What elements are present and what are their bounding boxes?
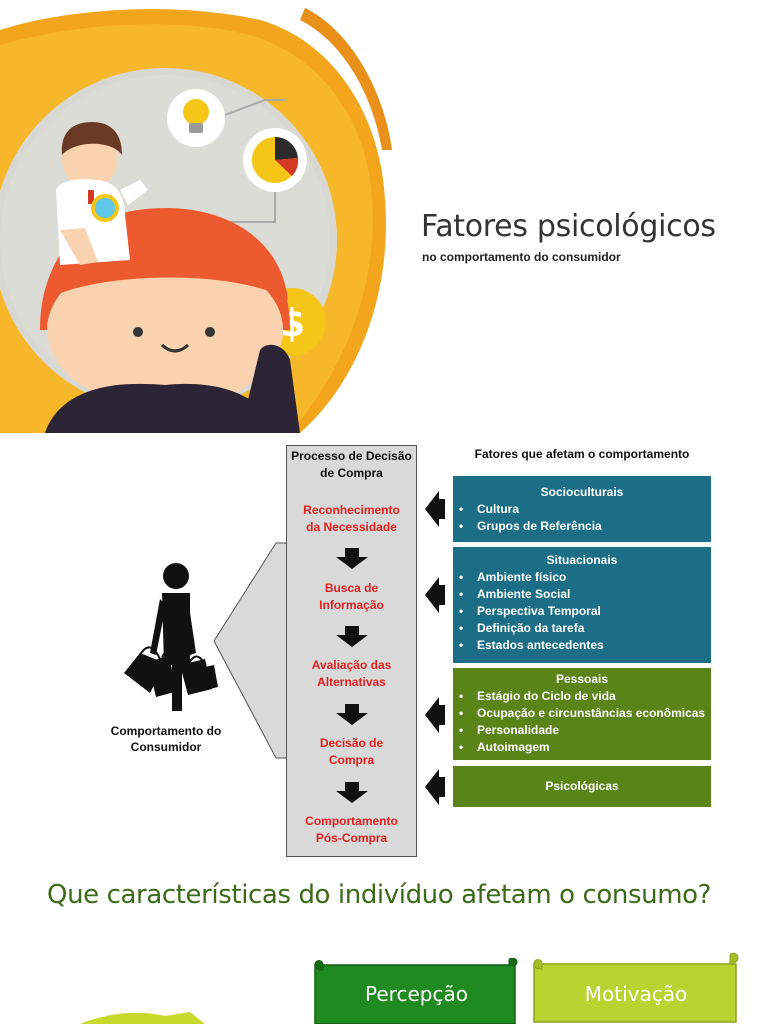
factor-item: Ocupação e circunstâncias econômicas	[459, 705, 711, 722]
factor-list: Estágio do Ciclo de vida Ocupação e circ…	[453, 688, 711, 756]
factor-item: Cultura	[459, 501, 711, 518]
factor-item: Perspectiva Temporal	[459, 603, 711, 620]
slide-decision-process: Comportamento do Consumidor Processo de …	[0, 433, 768, 870]
slide-subtitle: no comportamento do consumidor	[422, 250, 621, 264]
step-line2: Pós-Compra	[315, 831, 388, 845]
motivation-scroll: Motivação	[532, 952, 740, 1024]
consumer-figure-diagram	[124, 542, 288, 759]
factor-item: Estágio do Ciclo de vida	[459, 688, 711, 705]
factor-personal: Pessoais Estágio do Ciclo de vida Ocupaç…	[453, 668, 711, 760]
slide-title: $ Fatores psicológicos no comportamento …	[0, 0, 768, 433]
process-step: Avaliação das Alternativas	[286, 657, 417, 691]
arrow-left-icon	[425, 697, 445, 733]
process-title-line2: de Compra	[320, 466, 383, 480]
step-line2: Alternativas	[317, 675, 386, 689]
factor-item: Autoimagem	[459, 739, 711, 756]
factor-item: Ambiente Social	[459, 586, 711, 603]
step-line1: Avaliação das	[311, 658, 392, 672]
factor-list: Cultura Grupos de Referência	[453, 501, 711, 535]
step-line2: da Necessidade	[306, 520, 397, 534]
arrow-left-icon	[425, 769, 445, 805]
process-title-line1: Processo de Decisão	[291, 449, 412, 463]
shopper-icon	[124, 563, 218, 711]
consumer-label-line2: Consumidor	[130, 740, 202, 754]
factor-item: Ambiente físico	[459, 569, 711, 586]
factor-title: Pessoais	[555, 672, 609, 686]
process-step: Reconhecimento da Necessidade	[286, 502, 417, 536]
scroll-banner-icon	[314, 958, 518, 1024]
arrow-left-icon	[425, 577, 445, 613]
arrow-down-icon	[336, 782, 368, 803]
magnifier-icon	[91, 194, 119, 222]
step-line2: Compra	[328, 753, 375, 767]
lightbulb-icon	[167, 89, 225, 147]
motivation-label: Motivação	[584, 982, 688, 1006]
pie-chart-icon	[243, 128, 307, 192]
factor-sociocultural: Socioculturais Cultura Grupos de Referên…	[453, 476, 711, 542]
slide-title-heading: Fatores psicológicos	[421, 209, 716, 244]
step-line1: Busca de	[324, 581, 379, 595]
consumer-label-line1: Comportamento do	[110, 724, 222, 738]
consumer-psychology-illustration: $	[0, 8, 392, 433]
step-line1: Reconhecimento	[303, 503, 400, 517]
arrow-down-icon	[336, 626, 368, 647]
question-heading: Que características do indivíduo afetam …	[47, 880, 712, 910]
factor-situational: Situacionais Ambiente físico Ambiente So…	[453, 547, 711, 663]
perception-scroll: Percepção	[313, 958, 520, 1024]
arrow-down-icon	[336, 548, 368, 569]
consumer-behavior-label: Comportamento do Consumidor	[97, 723, 235, 755]
factor-psychological: Psicológicas	[453, 766, 711, 807]
step-line2: Informação	[319, 598, 384, 612]
factors-header: Fatores que afetam o comportamento	[474, 447, 690, 461]
purchase-decision-process: Processo de Decisão de Compra Reconhecim…	[286, 445, 417, 857]
arrow-left-icon	[425, 491, 445, 527]
step-line1: Comportamento	[305, 814, 398, 828]
arrow-down-icon	[336, 704, 368, 725]
factor-list: Ambiente físico Ambiente Social Perspect…	[453, 569, 711, 654]
process-step: Busca de Informação	[286, 580, 417, 614]
scroll-banner-icon	[533, 952, 739, 1023]
factor-item: Estados antecedentes	[459, 637, 711, 654]
perception-label: Percepção	[365, 982, 468, 1006]
factor-title: Psicológicas	[545, 779, 619, 793]
process-step: Comportamento Pós-Compra	[286, 813, 417, 847]
step-line1: Decisão de	[319, 736, 384, 750]
factor-title: Situacionais	[546, 553, 618, 567]
factor-title: Socioculturais	[540, 485, 624, 499]
factor-item: Definição da tarefa	[459, 620, 711, 637]
slide-individual-characteristics: Que características do indivíduo afetam …	[0, 870, 768, 1024]
process-title: Processo de Decisão de Compra	[286, 448, 417, 482]
factor-item: Personalidade	[459, 722, 711, 739]
decorative-swirl-icon	[80, 1012, 205, 1024]
factor-item: Grupos de Referência	[459, 518, 711, 535]
process-step: Decisão de Compra	[286, 735, 417, 769]
